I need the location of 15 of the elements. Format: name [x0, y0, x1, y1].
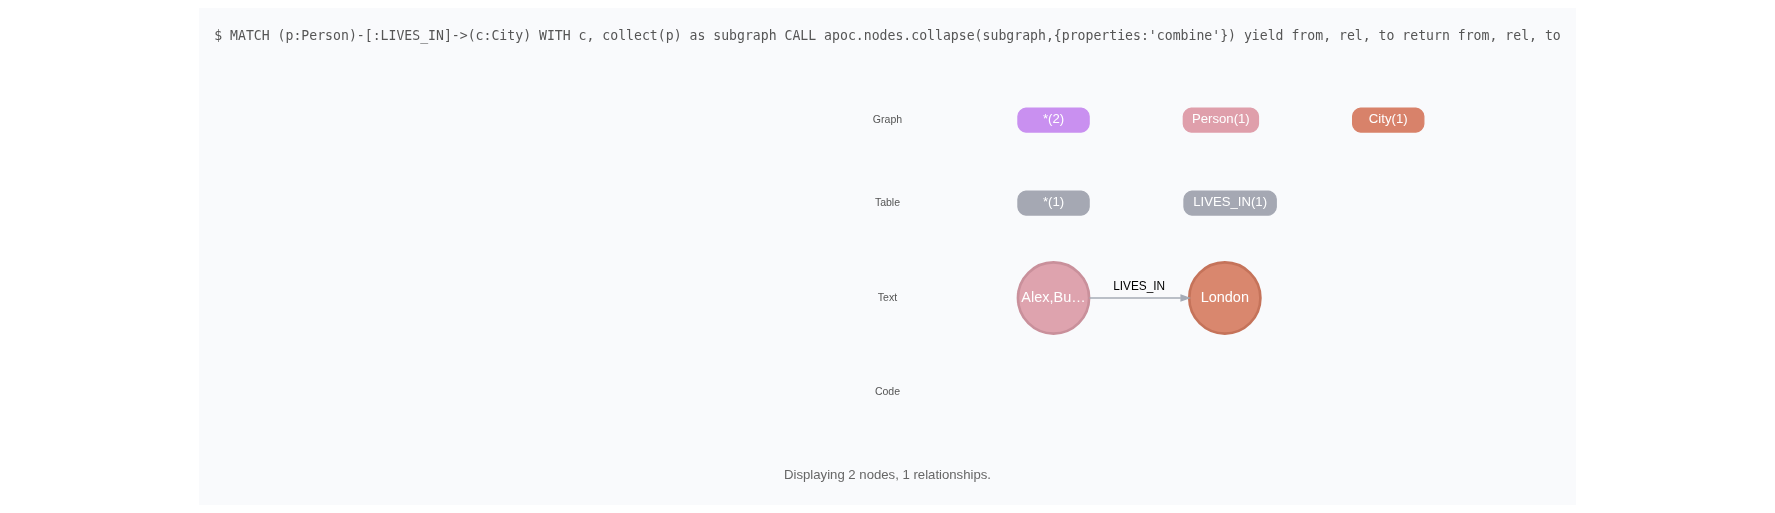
label: Table	[874, 195, 901, 208]
legend-label: Person(1)	[1192, 111, 1250, 127]
legend-label: LIVES_IN(1)	[1193, 194, 1268, 210]
legend-label: *(2)	[1042, 111, 1065, 127]
label: $ MATCH (p:Person)-[:LIVES_IN]->(c:City) WITH c, collect(p) as subgraph CALL apoc.nodes.collapse(subgraph,{properties:'combine'}) yield from, rel, to return from, rel, to	[214, 28, 1561, 44]
arrow	[1088, 294, 1191, 302]
edge-label: LIVES_IN	[1113, 279, 1166, 294]
node-circle: London	[1187, 261, 1262, 335]
label: Displaying 2 nodes, 1 relationships.	[784, 467, 991, 483]
label: Text	[877, 290, 898, 303]
node-circle: Alex,Bu…	[1016, 261, 1091, 335]
legend-label: *(1)	[1042, 194, 1065, 210]
label: Graph	[872, 112, 903, 125]
legend-label: City(1)	[1368, 111, 1408, 127]
label: Code	[874, 385, 901, 398]
